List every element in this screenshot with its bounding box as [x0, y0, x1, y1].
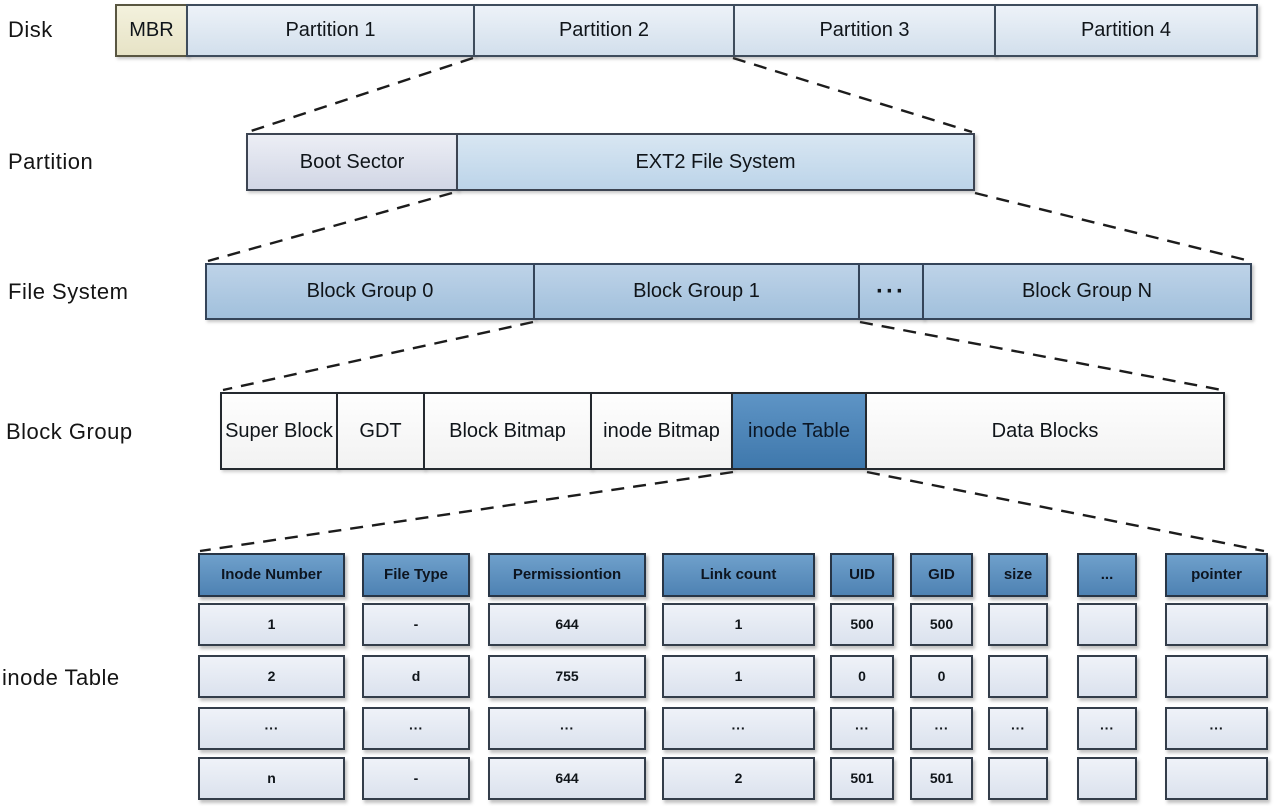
inode-cell	[1165, 655, 1268, 698]
inode-cell: ···	[1077, 707, 1137, 750]
inode-cell: ···	[198, 707, 345, 750]
inode-header-uid: UID	[830, 553, 894, 597]
inode-header-permission: Permissiontion	[488, 553, 646, 597]
inode-cell	[988, 757, 1048, 800]
inode-header-pointer: pointer	[1165, 553, 1268, 597]
blockgroup-segment-gdt: GDT	[336, 392, 425, 470]
inode-cell	[1077, 757, 1137, 800]
inode-cell: 1	[662, 655, 815, 698]
disk-segment-mbr: MBR	[115, 4, 188, 57]
inode-cell: 500	[830, 603, 894, 646]
level-label-file-system: File System	[8, 279, 129, 304]
inode-cell: 644	[488, 603, 646, 646]
inode-cell: 1	[662, 603, 815, 646]
dash-ext2-left	[207, 191, 453, 263]
inode-cell	[988, 655, 1048, 698]
inode-cell: 0	[830, 655, 894, 698]
inode-cell: -	[362, 603, 470, 646]
level-label-inode-table: inode Table	[2, 665, 120, 690]
inode-cell: 2	[662, 757, 815, 800]
filesystem-segment-block-group-n: Block Group N	[922, 263, 1252, 320]
partition-segment-boot-sector: Boot Sector	[246, 133, 458, 191]
inode-cell: ···	[1165, 707, 1268, 750]
inode-cell: ···	[988, 707, 1048, 750]
blockgroup-segment-super-block: Super Block	[220, 392, 338, 470]
inode-cell	[988, 603, 1048, 646]
dash-inodetable-left	[199, 470, 734, 553]
inode-cell: 644	[488, 757, 646, 800]
level-label-partition: Partition	[8, 149, 94, 174]
inode-cell: 2	[198, 655, 345, 698]
inode-header-ellipsis: ...	[1077, 553, 1137, 597]
blockgroup-segment-data-blocks: Data Blocks	[865, 392, 1225, 470]
inode-cell: 501	[830, 757, 894, 800]
filesystem-segment-ellipsis: ···	[858, 263, 924, 320]
blockgroup-segment-inode-bitmap: inode Bitmap	[590, 392, 733, 470]
dash-partition2-left	[247, 56, 474, 134]
inode-cell: n	[198, 757, 345, 800]
inode-header-size: size	[988, 553, 1048, 597]
inode-cell: ···	[362, 707, 470, 750]
inode-cell: -	[362, 757, 470, 800]
dash-partition2-right	[732, 56, 973, 134]
dash-blockgroup-left	[222, 320, 534, 392]
inode-cell	[1165, 603, 1268, 646]
inode-cell	[1077, 655, 1137, 698]
level-label-disk: Disk	[8, 17, 53, 42]
blockgroup-segment-block-bitmap: Block Bitmap	[423, 392, 592, 470]
inode-header-file-type: File Type	[362, 553, 470, 597]
disk-segment-partition2: Partition 2	[473, 4, 735, 57]
inode-cell	[1077, 603, 1137, 646]
inode-cell: ···	[910, 707, 973, 750]
inode-cell: ···	[662, 707, 815, 750]
dash-blockgroup-right	[859, 320, 1223, 392]
disk-segment-partition4: Partition 4	[994, 4, 1258, 57]
inode-header-inode-number: Inode Number	[198, 553, 345, 597]
inode-cell: ···	[830, 707, 894, 750]
dash-ext2-right	[974, 191, 1251, 263]
inode-cell: 1	[198, 603, 345, 646]
inode-cell: d	[362, 655, 470, 698]
inode-cell: ···	[488, 707, 646, 750]
inode-cell: 501	[910, 757, 973, 800]
blockgroup-segment-inode-table: inode Table	[731, 392, 867, 470]
partition-segment-ext2: EXT2 File System	[456, 133, 975, 191]
disk-segment-partition3: Partition 3	[733, 4, 996, 57]
inode-header-link-count: Link count	[662, 553, 815, 597]
level-label-block-group: Block Group	[6, 419, 133, 444]
dash-inodetable-right	[866, 470, 1265, 553]
inode-cell	[1165, 757, 1268, 800]
inode-cell: 500	[910, 603, 973, 646]
filesystem-segment-block-group-1: Block Group 1	[533, 263, 860, 320]
filesystem-segment-block-group-0: Block Group 0	[205, 263, 535, 320]
inode-cell: 0	[910, 655, 973, 698]
inode-header-gid: GID	[910, 553, 973, 597]
disk-segment-partition1: Partition 1	[186, 4, 475, 57]
inode-cell: 755	[488, 655, 646, 698]
